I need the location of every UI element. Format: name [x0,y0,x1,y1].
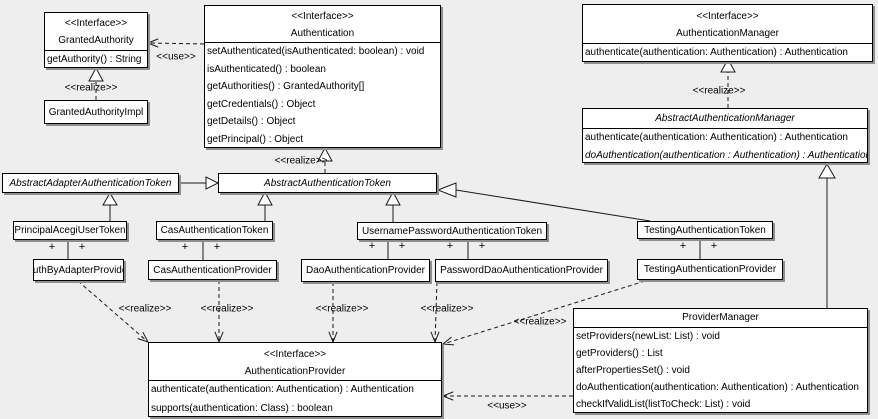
realize-label: <<realize>> [692,85,746,97]
method-label: doAuthentication(authentication: Authent… [576,382,859,393]
stereotype-label: <<Interface>> [64,18,128,29]
realize-label: <<realize>> [274,155,328,167]
method-label: authenticate(authentication: Authenticat… [585,132,848,143]
triangle-arrowhead [257,190,273,206]
class-header: <<Interface>> Authentication [205,6,440,43]
method-label: getDetails() : Object [207,116,296,127]
realize-label: <<realize>> [420,303,474,315]
realize-line [434,281,438,343]
association-plus-label: + [181,241,189,253]
use-line [147,42,205,45]
association-plus-label: + [710,240,718,252]
open-arrowhead [441,391,454,401]
realize-label: <<realize>> [64,82,118,94]
class-name: ProviderManager [574,309,867,328]
stereotype-label: <<Interface>> [696,11,759,22]
class-name: GrantedAuthority [58,35,134,46]
association-plus-label: + [446,240,454,252]
class-granted-authority: <<Interface>> GrantedAuthority getAuthor… [44,12,148,68]
class-authentication: <<Interface>> Authentication setAuthenti… [204,5,441,148]
class-name: CasAuthenticationToken [160,225,269,236]
use-label: <<use>> [487,400,527,412]
triangle-arrowhead [720,57,736,73]
class-name: UsernamePasswordAuthenticationToken [361,225,543,237]
class-header: <<Interface>> AuthenticationProvider [149,343,441,381]
method-label: isAuthenticated() : boolean [207,63,326,75]
realize-label: <<realize>> [315,303,369,315]
class-header: <<Interface>> AuthenticationManager [583,5,872,44]
class-principal-acegi-user-token: PrincipalAcegiUserToken [13,221,127,240]
class-name: AuthByAdapterProvider [33,264,123,276]
method-label: getCredentials() : Object [207,98,316,110]
triangle-arrowhead [385,190,401,206]
class-name: AuthenticationProvider [244,366,346,377]
class-name: CasAuthenticationProvider [153,264,272,276]
class-granted-authority-impl: GrantedAuthorityImpl [44,100,148,124]
association-plus-label: + [478,240,486,252]
realize-line [77,280,149,343]
class-name: AbstractAuthenticationManager [583,109,867,129]
realize-line [442,280,646,345]
association-plus-label: + [398,240,406,252]
method-label: checkIfValidList(listToCheck: List) : vo… [576,399,751,410]
class-header: <<Interface>> GrantedAuthority [45,13,147,51]
method-label: authenticate(authentication: Authenticat… [151,384,414,395]
stereotype-label: <<Interface>> [263,349,327,360]
method-label: setProviders(newList: List) : void [576,331,720,342]
method-label: setAuthenticated(isAuthenticated: boolea… [207,46,425,57]
method-label: getAuthority() : String [47,54,142,65]
class-name: DaoAuthenticationProvider [306,265,425,276]
association-plus-label: + [368,240,376,252]
realize-label: <<realize>> [118,303,172,315]
generalization-line [455,189,651,222]
class-name: GrantedAuthorityImpl [48,106,144,118]
realize-label: <<realize>> [513,316,567,328]
class-username-password-authentication-token: UsernamePasswordAuthenticationToken [357,222,547,240]
class-name: TestingAuthenticationToken [644,224,766,236]
method-label: getAuthorities() : GrantedAuthority[] [207,81,365,92]
class-name: AuthenticationManager [676,28,779,39]
class-name: AbstractAuthenticationToken [264,177,391,189]
class-provider-manager: ProviderManager setProviders(newList: Li… [573,308,868,413]
class-password-dao-authentication-provider: PasswordDaoAuthenticationProvider [435,259,608,282]
class-name: PrincipalAcegiUserToken [14,225,126,236]
class-name: PasswordDaoAuthenticationProvider [440,265,603,276]
method-label: getProviders() : List [576,348,663,359]
method-label: afterPropertiesSet() : void [576,365,690,376]
class-cas-authentication-token: CasAuthenticationToken [156,221,273,240]
class-abstract-authentication-manager: AbstractAuthenticationManager authentica… [582,108,868,163]
class-name: AbstractAdapterAuthenticationToken [9,177,172,189]
class-auth-by-adapter-provider: AuthByAdapterProvider [33,259,124,281]
open-arrowhead [441,336,455,346]
triangle-arrowhead [205,176,220,190]
class-abstract-authentication-token: AbstractAuthenticationToken [218,173,437,193]
class-testing-authentication-provider: TestingAuthenticationProvider [637,259,783,280]
realize-label: <<realize>> [200,303,254,315]
triangle-arrowhead [317,146,333,162]
association-plus-label: + [213,241,221,253]
use-label: <<use>> [156,51,196,63]
triangle-arrowhead [102,192,118,206]
association-plus-label: + [679,240,687,252]
class-name: Authentication [290,28,355,39]
triangle-arrowhead [88,66,104,82]
association-plus-label: + [78,241,86,253]
class-authentication-manager: <<Interface>> AuthenticationManager auth… [582,4,873,62]
triangle-arrowhead [818,162,836,179]
open-arrowhead [146,38,159,48]
method-label: doAuthentication(authentication : Authen… [585,149,867,161]
class-dao-authentication-provider: DaoAuthenticationProvider [301,259,430,282]
class-name: TestingAuthenticationProvider [643,264,777,275]
method-label: authenticate(authentication: Authenticat… [585,47,848,58]
triangle-arrowhead [436,182,457,198]
method-label: supports(authentication: Class) : boolea… [151,402,333,414]
method-label: getPrincipal() : Object [207,133,304,145]
class-testing-authentication-token: TestingAuthenticationToken [637,221,773,239]
class-cas-authentication-provider: CasAuthenticationProvider [148,260,277,280]
stereotype-label: <<Interface>> [291,11,354,22]
class-abstract-adapter-authentication-token: AbstractAdapterAuthenticationToken [2,173,179,193]
class-authentication-provider: <<Interface>> AuthenticationProvider aut… [148,342,442,417]
association-plus-label: + [48,241,56,253]
